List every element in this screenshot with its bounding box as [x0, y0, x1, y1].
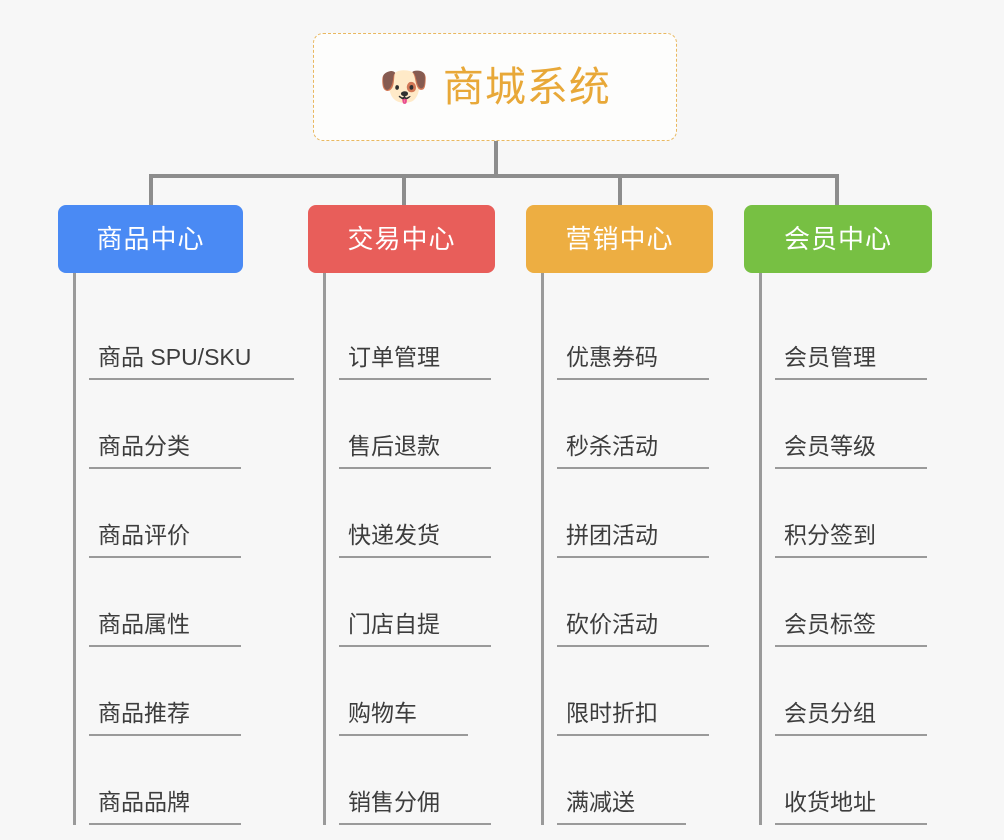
list-item[interactable]: 砍价活动: [542, 558, 744, 647]
connector-drop-4: [835, 174, 839, 205]
leaf-underline: [339, 734, 468, 736]
leaf-label: 商品分类: [98, 433, 190, 459]
leaf-underline: [89, 645, 241, 647]
list-item[interactable]: 拼团活动: [542, 469, 744, 558]
leaf-label: 快递发货: [348, 522, 440, 548]
leaf-underline: [775, 734, 927, 736]
leaf-underline: [339, 467, 491, 469]
category-header-product[interactable]: 商品中心: [58, 205, 243, 273]
category-header-label: 会员中心: [783, 224, 892, 254]
leaf-label: 商品属性: [98, 611, 190, 637]
leaf-list-product: 商品 SPU/SKU 商品分类 商品评价 商品属性 商品推荐 商品品牌: [58, 273, 308, 825]
leaf-underline: [775, 823, 927, 825]
leaf-underline: [339, 556, 491, 558]
list-item[interactable]: 收货地址: [760, 736, 966, 825]
leaf-underline: [339, 378, 491, 380]
leaf-list-marketing: 优惠券码 秒杀活动 拼团活动 砍价活动 限时折扣 满减送: [526, 273, 744, 825]
leaf-label: 购物车: [348, 700, 417, 726]
category-header-label: 营销中心: [565, 224, 674, 254]
list-item[interactable]: 商品品牌: [74, 736, 308, 825]
branch-column-trade: 交易中心 订单管理 售后退款 快递发货 门店自提 购物车: [308, 205, 526, 825]
leaf-label: 秒杀活动: [566, 433, 658, 459]
leaf-label: 积分签到: [784, 522, 876, 548]
leaf-underline: [775, 556, 927, 558]
leaf-underline: [775, 467, 927, 469]
leaf-label: 会员等级: [784, 433, 876, 459]
list-item[interactable]: 限时折扣: [542, 647, 744, 736]
list-item[interactable]: 订单管理: [324, 291, 526, 380]
category-header-marketing[interactable]: 营销中心: [526, 205, 713, 273]
leaf-label: 砍价活动: [566, 611, 658, 637]
leaf-label: 商品品牌: [98, 789, 190, 815]
leaf-list-member: 会员管理 会员等级 积分签到 会员标签 会员分组 收货地址: [744, 273, 966, 825]
leaf-underline: [775, 645, 927, 647]
leaf-underline: [89, 556, 241, 558]
root-node[interactable]: 🐶 商城系统: [313, 33, 677, 141]
leaf-underline: [339, 823, 491, 825]
leaf-underline: [89, 823, 241, 825]
list-item[interactable]: 商品评价: [74, 469, 308, 558]
list-item[interactable]: 秒杀活动: [542, 380, 744, 469]
list-item[interactable]: 商品分类: [74, 380, 308, 469]
leaf-underline: [339, 645, 491, 647]
category-header-label: 交易中心: [347, 224, 456, 254]
leaf-label: 商品推荐: [98, 700, 190, 726]
branch-column-marketing: 营销中心 优惠券码 秒杀活动 拼团活动 砍价活动 限时折扣: [526, 205, 744, 825]
list-item[interactable]: 满减送: [542, 736, 744, 825]
leaf-label: 满减送: [566, 789, 635, 815]
leaf-underline: [557, 467, 709, 469]
list-item[interactable]: 商品 SPU/SKU: [74, 291, 308, 380]
leaf-label: 会员标签: [784, 611, 876, 637]
leaf-underline: [557, 378, 709, 380]
leaf-underline: [557, 734, 709, 736]
leaf-label: 订单管理: [348, 344, 440, 370]
leaf-underline: [89, 467, 241, 469]
connector-drop-2: [402, 174, 406, 205]
list-item[interactable]: 售后退款: [324, 380, 526, 469]
leaf-list-trade: 订单管理 售后退款 快递发货 门店自提 购物车 销售分佣: [308, 273, 526, 825]
category-header-label: 商品中心: [96, 224, 205, 254]
leaf-label: 销售分佣: [348, 789, 440, 815]
leaf-underline: [557, 556, 709, 558]
leaf-underline: [775, 378, 927, 380]
leaf-label: 商品评价: [98, 522, 190, 548]
root-title: 商城系统: [442, 63, 611, 110]
leaf-label: 会员管理: [784, 344, 876, 370]
list-item[interactable]: 会员等级: [760, 380, 966, 469]
list-item[interactable]: 销售分佣: [324, 736, 526, 825]
list-item[interactable]: 优惠券码: [542, 291, 744, 380]
leaf-label: 拼团活动: [566, 522, 658, 548]
list-item[interactable]: 商品推荐: [74, 647, 308, 736]
leaf-underline: [89, 734, 241, 736]
leaf-label: 商品 SPU/SKU: [98, 344, 252, 370]
list-item[interactable]: 会员管理: [760, 291, 966, 380]
list-item[interactable]: 会员分组: [760, 647, 966, 736]
branch-column-product: 商品中心 商品 SPU/SKU 商品分类 商品评价 商品属性 商品推荐: [58, 205, 308, 825]
connector-drop-1: [149, 174, 153, 205]
connector-drop-3: [618, 174, 622, 205]
leaf-underline: [557, 645, 709, 647]
list-item[interactable]: 快递发货: [324, 469, 526, 558]
category-header-trade[interactable]: 交易中心: [308, 205, 495, 273]
leaf-label: 售后退款: [348, 433, 440, 459]
leaf-label: 会员分组: [784, 700, 876, 726]
list-item[interactable]: 商品属性: [74, 558, 308, 647]
connector-root-stem: [494, 141, 498, 178]
connector-horizontal-bar: [149, 174, 839, 178]
category-header-member[interactable]: 会员中心: [744, 205, 932, 273]
list-item[interactable]: 门店自提: [324, 558, 526, 647]
list-item[interactable]: 会员标签: [760, 558, 966, 647]
list-item[interactable]: 购物车: [324, 647, 526, 736]
leaf-label: 限时折扣: [566, 700, 658, 726]
list-item[interactable]: 积分签到: [760, 469, 966, 558]
leaf-label: 门店自提: [348, 611, 440, 637]
branch-column-member: 会员中心 会员管理 会员等级 积分签到 会员标签 会员分组: [744, 205, 966, 825]
leaf-underline: [557, 823, 686, 825]
leaf-underline: [89, 378, 294, 380]
dog-face-icon: 🐶: [379, 65, 429, 109]
leaf-label: 优惠券码: [566, 344, 658, 370]
leaf-label: 收货地址: [784, 789, 876, 815]
